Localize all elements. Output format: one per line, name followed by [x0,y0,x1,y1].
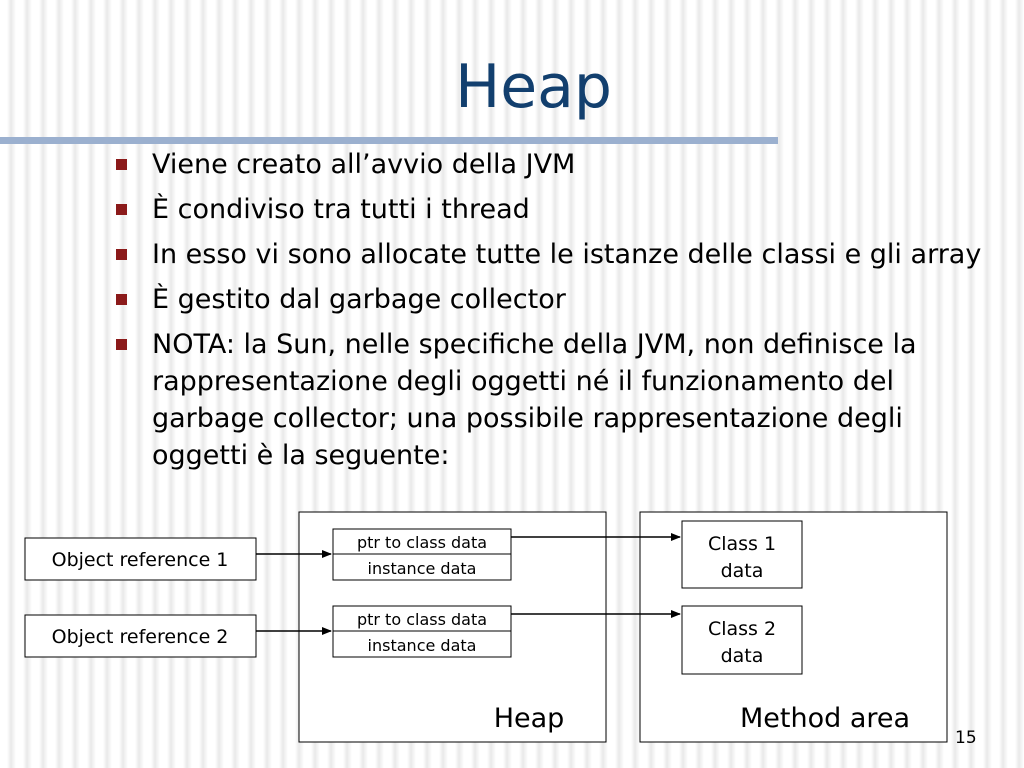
bullet-item: NOTA: la Sun, nelle specifiche della JVM… [112,326,992,474]
bullet-square-icon [116,204,127,215]
title-divider [0,137,778,144]
page-number: 15 [955,728,977,748]
ptr-to-class-data-label: ptr to class data [357,610,487,629]
bullet-square-icon [116,249,127,260]
bullet-item: È condiviso tra tutti i thread [112,191,992,228]
bullet-text: NOTA: la Sun, nelle specifiche della JVM… [152,329,917,471]
class-data-label: Class 2 [708,618,776,640]
bullet-item: È gestito dal garbage collector [112,281,992,318]
object-reference-label: Object reference 2 [52,626,229,648]
object-reference-box [24,537,257,581]
instance-data-cell [332,553,512,581]
bullet-square-icon [116,339,127,350]
heap-label: Heap [494,703,565,734]
ptr-to-class-data-label: ptr to class data [357,533,487,552]
class-data-box [681,520,803,589]
bullet-square-icon [116,294,127,305]
class-data-label: Class 1 [708,533,776,555]
object-reference-box [24,614,257,658]
object-reference-label: Object reference 1 [52,549,229,571]
bullet-text: È gestito dal garbage collector [152,284,566,315]
slide-title: Heap [455,52,612,122]
bullet-square-icon [116,159,127,170]
instance-data-cell [332,630,512,658]
ptr-to-class-data-cell [332,605,512,632]
bullet-text: È condiviso tra tutti i thread [152,194,530,225]
class-data-box [681,605,803,675]
instance-data-label: instance data [368,559,477,578]
bullet-list: Viene creato all’avvio della JVM È condi… [112,146,992,482]
instance-data-label: instance data [368,636,477,655]
class-data-label: data [721,560,764,582]
class-data-label: data [721,645,764,667]
bullet-text: In esso vi sono allocate tutte le istanz… [152,239,982,270]
bullet-text: Viene creato all’avvio della JVM [152,149,576,180]
bullet-item: Viene creato all’avvio della JVM [112,146,992,183]
method-area-label: Method area [740,703,910,734]
bullet-item: In esso vi sono allocate tutte le istanz… [112,236,992,273]
